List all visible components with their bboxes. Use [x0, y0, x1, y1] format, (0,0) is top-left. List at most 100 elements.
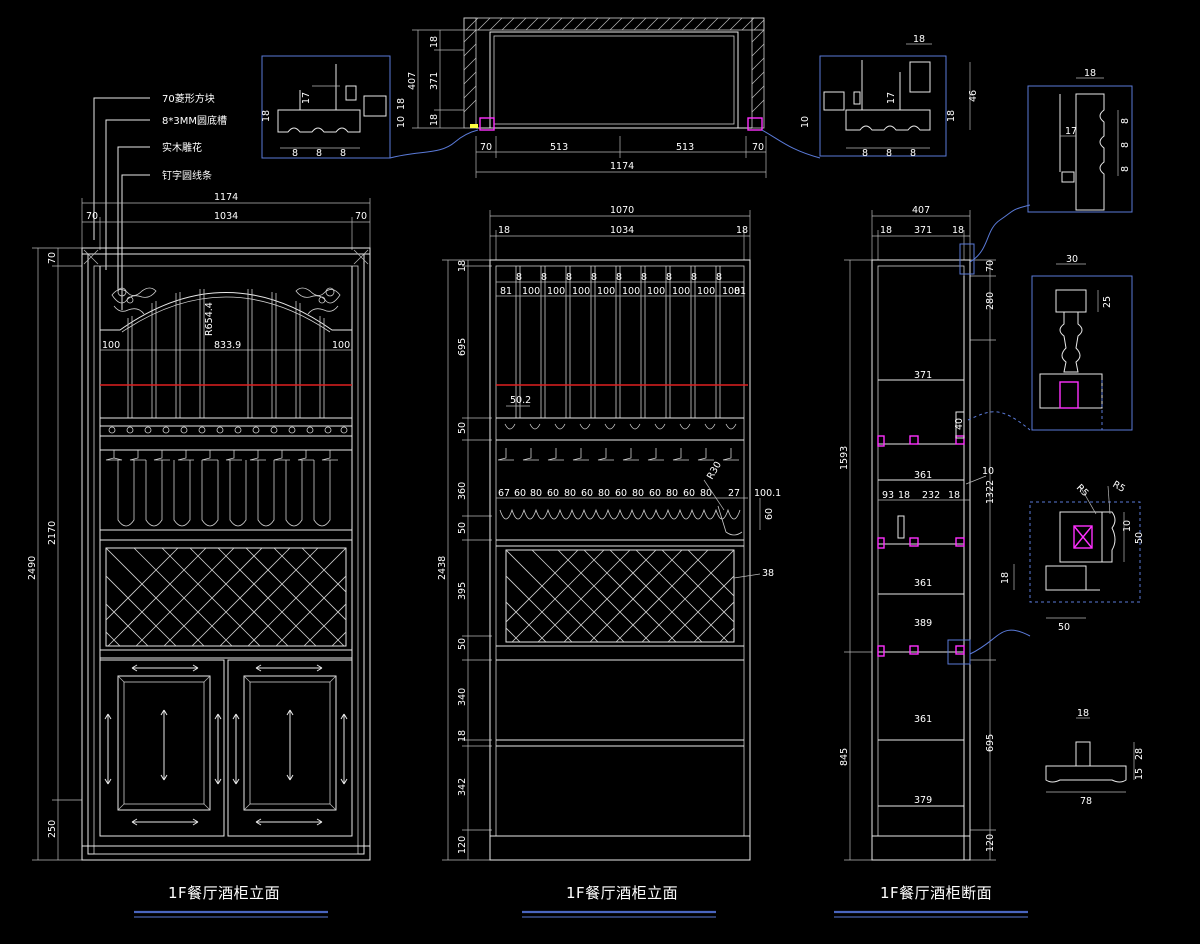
dim-text: 18 [736, 225, 748, 236]
dim-text: 1322 [985, 480, 996, 504]
dim-text: 18 [1084, 68, 1096, 79]
dim-text: 50 [457, 422, 468, 434]
dim-text: 340 [457, 688, 468, 706]
dim-text: 1174 [214, 192, 238, 203]
dim-text: 60 [649, 488, 661, 499]
dim-text: 25 [1102, 296, 1113, 308]
dim-text: 8 [591, 272, 597, 283]
dim-text: 67 [498, 488, 510, 499]
dim-text: 361 [914, 578, 932, 589]
dim-text: 15 [1134, 768, 1145, 780]
leader-label: 钉字圆线条 [162, 169, 212, 182]
dim-text: 2490 [27, 556, 38, 580]
dim-text: 100 [722, 286, 740, 297]
dim-text: 100 [697, 286, 715, 297]
dim-text: 50 [1058, 622, 1070, 633]
dim-text: 8 [340, 148, 346, 159]
dim-text: 60 [547, 488, 559, 499]
dim-text: 70 [985, 260, 996, 272]
dim-text: 845 [839, 748, 850, 766]
dim-text: 361 [914, 714, 932, 725]
dim-text: 100 [672, 286, 690, 297]
dim-text: 1034 [610, 225, 634, 236]
dim-text: 8 [566, 272, 572, 283]
dim-text: 8 [616, 272, 622, 283]
dim-text: 18 [396, 98, 407, 110]
detail-side-molding: 18 17 8 8 8 [1027, 68, 1133, 213]
dim-text: 2170 [47, 521, 58, 545]
dim-text: 8 [316, 148, 322, 159]
dim-text: 100 [622, 286, 640, 297]
dim-text: 232 [922, 490, 940, 501]
dim-text: 100 [647, 286, 665, 297]
dim-text: 407 [912, 205, 930, 216]
dim-text: 18 [946, 110, 957, 122]
dim-text: 100 [522, 286, 540, 297]
dim-text: 513 [550, 142, 568, 153]
dim-text: 389 [914, 618, 932, 629]
dim-text: 60 [514, 488, 526, 499]
dim-text: 80 [530, 488, 542, 499]
dim-text: 18 [948, 490, 960, 501]
dim-text: 50 [457, 522, 468, 534]
section-view: 407 18 371 18 1593 845 70 280 1322 695 1… [839, 204, 1031, 861]
dim-text: 10 [1122, 520, 1133, 532]
dim-text: 100 [332, 340, 350, 351]
dim-text: 8 [641, 272, 647, 283]
drawing-title: 1F餐厅酒柜立面 [566, 884, 678, 902]
dim-text: R5 [1111, 479, 1127, 495]
dim-text: 80 [598, 488, 610, 499]
dim-text: 18 [913, 34, 925, 45]
dim-text: 8 [541, 272, 547, 283]
dim-text: 8 [886, 148, 892, 159]
dim-text: 60 [764, 508, 775, 520]
dim-text: 120 [985, 834, 996, 852]
dim-text: 18 [498, 225, 510, 236]
dim-text: 30 [1066, 254, 1078, 265]
dim-text: 81 [500, 286, 512, 297]
dim-text: 18 [880, 225, 892, 236]
dim-text: 80 [666, 488, 678, 499]
dim-text: 361 [914, 470, 932, 481]
dim-text: 81 [734, 286, 746, 297]
dim-text: 8 [862, 148, 868, 159]
dim-text: R654.4 [204, 302, 215, 336]
dim-text: 70 [355, 211, 367, 222]
dim-text: 1593 [839, 446, 850, 470]
dim-text: 18 [429, 36, 440, 48]
dim-text: 18 [261, 110, 272, 122]
dim-text: 50 [1134, 532, 1145, 544]
dim-text: 8 [292, 148, 298, 159]
leader-label: 实木雕花 [162, 141, 202, 154]
dim-text: 371 [914, 370, 932, 381]
dim-text: 371 [914, 225, 932, 236]
leader-group: 70菱形方块 8*3MM圆底槽 实木雕花 钉字圆线条 [93, 92, 227, 310]
dim-text: 50.2 [510, 395, 531, 406]
dim-text: 18 [429, 114, 440, 126]
dim-text: 120 [457, 836, 468, 854]
dim-text: 46 [968, 90, 979, 102]
dim-text: 70 [47, 252, 58, 264]
dim-text: 60 [683, 488, 695, 499]
drawing-title: 1F餐厅酒柜立面 [168, 884, 280, 902]
dim-text: 18 [1077, 708, 1089, 719]
dim-text: 1070 [610, 205, 634, 216]
detail-rail-profile: R5 R5 10 50 18 50 [1000, 479, 1145, 633]
dim-text: 93 [882, 490, 894, 501]
leader-label: 70菱形方块 [162, 92, 215, 105]
dim-text: 40 [954, 418, 965, 430]
plan-view: 407 18 371 18 70 513 513 70 1174 [389, 17, 821, 178]
dim-text: 250 [47, 820, 58, 838]
dim-text: 38 [762, 568, 774, 579]
dim-text: 513 [676, 142, 694, 153]
dim-text: 60 [581, 488, 593, 499]
drawing-title: 1F餐厅酒柜断面 [880, 884, 992, 902]
dim-text: 8 [691, 272, 697, 283]
dim-text: 407 [407, 72, 418, 90]
dim-text: 695 [457, 338, 468, 356]
dim-text: 18 [457, 260, 468, 272]
dim-text: 70 [752, 142, 764, 153]
dim-text: 280 [985, 292, 996, 310]
dim-text: 695 [985, 734, 996, 752]
